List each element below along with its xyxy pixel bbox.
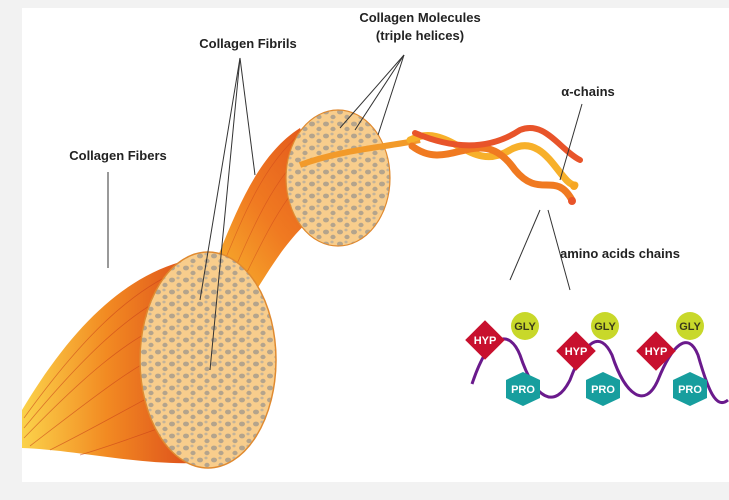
pro-label: PRO	[678, 384, 702, 396]
label-amino-acid-chains: amino acids chains	[560, 246, 680, 261]
hyp-label: HYP	[474, 335, 497, 347]
pro-label: PRO	[591, 384, 615, 396]
fibril-cross-section	[286, 110, 390, 246]
label-collagen-fibers: Collagen Fibers	[69, 148, 167, 163]
residue-group-2: HYP GLY PRO	[556, 312, 620, 406]
gly-label: GLY	[594, 321, 616, 333]
hyp-label: HYP	[565, 346, 588, 358]
hyp-label: HYP	[645, 346, 668, 358]
pro-label: PRO	[511, 384, 535, 396]
residue-group-1: HYP GLY PRO	[465, 312, 540, 406]
gly-label: GLY	[514, 321, 536, 333]
label-triple-helices: (triple helices)	[376, 28, 464, 43]
label-collagen-molecules: Collagen Molecules	[359, 10, 480, 25]
label-alpha-chains: α-chains	[561, 84, 615, 99]
gly-label: GLY	[679, 321, 701, 333]
collagen-diagram: Collagen Molecules (triple helices) Coll…	[22, 8, 729, 482]
diagram-canvas: Collagen Molecules (triple helices) Coll…	[22, 8, 729, 482]
fiber-cross-section	[140, 252, 276, 468]
label-collagen-fibrils: Collagen Fibrils	[199, 36, 297, 51]
residue-group-3: HYP GLY PRO	[636, 312, 707, 406]
